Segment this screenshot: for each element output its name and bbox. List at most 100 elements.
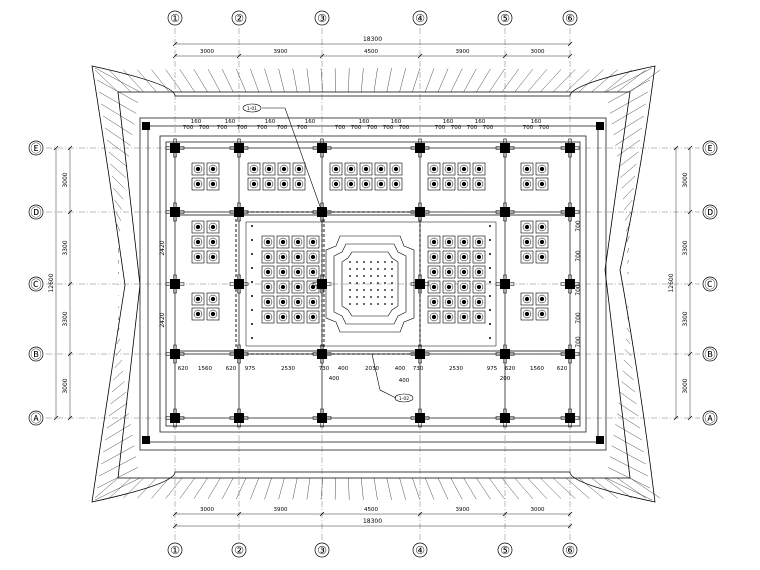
coffer-rosette bbox=[293, 312, 303, 322]
column-post bbox=[565, 349, 575, 359]
coffer-rosette bbox=[429, 297, 439, 307]
caisson-dot bbox=[363, 282, 365, 284]
coffer-rosette bbox=[279, 164, 289, 174]
column-bracket bbox=[173, 274, 177, 294]
axis-bubble bbox=[231, 542, 247, 558]
column-bracket bbox=[229, 352, 249, 356]
axis-bubble bbox=[314, 10, 330, 26]
eave-rafter bbox=[97, 467, 139, 489]
coffer-rosette bbox=[346, 179, 356, 189]
column-bracket bbox=[568, 202, 572, 222]
eave-rafter bbox=[605, 67, 653, 93]
dimension-tick bbox=[172, 523, 178, 529]
chain-dimension: 2030 bbox=[365, 366, 379, 372]
dimension-tick bbox=[567, 523, 573, 529]
coffer-rosette-core bbox=[363, 181, 369, 187]
coffer-rosette bbox=[293, 267, 303, 277]
column-post bbox=[500, 207, 510, 217]
column-bracket bbox=[418, 408, 422, 428]
spacing-label: 160 bbox=[443, 119, 454, 125]
eave-rafter bbox=[193, 69, 208, 93]
bay-depth-right: 3300 bbox=[682, 311, 689, 326]
caisson-dot bbox=[384, 275, 386, 277]
ceiling-dot bbox=[251, 253, 253, 255]
callout-label-2: 1-02 bbox=[399, 396, 409, 402]
coffer-rosette-core bbox=[265, 284, 271, 290]
spacing-label: 700 bbox=[523, 125, 534, 131]
bay-depth-right: 3000 bbox=[682, 378, 689, 393]
coffer-rosette bbox=[278, 267, 288, 277]
coffer-rosette-core bbox=[210, 181, 216, 187]
column-bracket bbox=[495, 416, 515, 420]
axis-label-row: Ⓓ bbox=[705, 206, 716, 219]
axis-label-row: Ⓒ bbox=[31, 278, 42, 291]
coffer-rosette bbox=[537, 294, 547, 304]
coffer-rosette bbox=[293, 237, 303, 247]
eave-rafter bbox=[399, 68, 406, 93]
eave-rafter bbox=[623, 359, 633, 369]
eave-rafter bbox=[94, 477, 141, 501]
coffer-rosette-core bbox=[265, 239, 271, 245]
column-bracket bbox=[320, 202, 324, 222]
caisson-dot bbox=[391, 268, 393, 270]
coffer-rosette bbox=[193, 294, 203, 304]
bay-width-top: 4500 bbox=[364, 49, 378, 55]
caisson-dot bbox=[363, 275, 365, 277]
bay-depth-left: 3000 bbox=[62, 378, 69, 393]
caisson-dot bbox=[391, 282, 393, 284]
spacing-label: 700 bbox=[217, 125, 228, 131]
caisson-dot bbox=[377, 261, 379, 263]
caisson-dot bbox=[363, 303, 365, 305]
axis-label-column: ④ bbox=[415, 12, 425, 25]
eave-rafter bbox=[425, 477, 435, 500]
column-bracket bbox=[320, 138, 324, 158]
column-post bbox=[170, 143, 180, 153]
column-post bbox=[170, 279, 180, 289]
dimension-tick bbox=[567, 41, 573, 47]
ceiling-dot bbox=[489, 239, 491, 241]
caisson-dot bbox=[391, 275, 393, 277]
caisson-dot bbox=[384, 296, 386, 298]
coffer-rosette-core bbox=[446, 299, 452, 305]
eave-rafter bbox=[361, 477, 364, 500]
axis-bubble bbox=[231, 10, 247, 26]
caisson-dot bbox=[363, 268, 365, 270]
dimension-lines bbox=[53, 41, 693, 529]
coffer-rosette-core bbox=[348, 166, 354, 172]
caisson-dot bbox=[356, 261, 358, 263]
coffer-rosette-core bbox=[431, 299, 437, 305]
caisson-dot bbox=[356, 296, 358, 298]
chain-dimension: 400 bbox=[338, 366, 349, 372]
axis-label-column: ① bbox=[170, 12, 180, 25]
eave-rafter bbox=[94, 477, 119, 499]
caisson-dot bbox=[370, 303, 372, 305]
column-bracket bbox=[312, 352, 332, 356]
eave-rafter bbox=[110, 392, 126, 405]
coffer-rosette bbox=[444, 179, 454, 189]
bay-depth-right: 3000 bbox=[682, 172, 689, 187]
axis-label-column: ⑤ bbox=[500, 544, 510, 557]
axis-label-row: Ⓑ bbox=[705, 348, 716, 361]
chain-dimension: 975 bbox=[487, 366, 498, 372]
coffer-rosette-core bbox=[266, 166, 272, 172]
eave-rafter bbox=[623, 199, 633, 211]
coffer-rosette bbox=[444, 252, 454, 262]
coffer-rosette bbox=[474, 179, 484, 189]
coffer-rosette-core bbox=[266, 181, 272, 187]
column-post bbox=[317, 349, 327, 359]
ceiling-dot bbox=[251, 295, 253, 297]
eave-rafter bbox=[115, 211, 122, 221]
side-spacing-label: 700 bbox=[575, 312, 582, 324]
eave-rafter bbox=[117, 283, 120, 286]
coffer-rosette-core bbox=[393, 181, 399, 187]
eave-rafter bbox=[463, 68, 477, 93]
axis-label-column: ③ bbox=[317, 544, 327, 557]
coffer-rosette bbox=[308, 237, 318, 247]
coffer-rosette bbox=[429, 237, 439, 247]
eave-rafter bbox=[113, 187, 124, 200]
coffer-rosette bbox=[249, 179, 259, 189]
ceiling-dot bbox=[251, 267, 253, 269]
ceiling-dot bbox=[251, 323, 253, 325]
coffer-rosette-core bbox=[431, 254, 437, 260]
column-bracket bbox=[237, 408, 241, 428]
